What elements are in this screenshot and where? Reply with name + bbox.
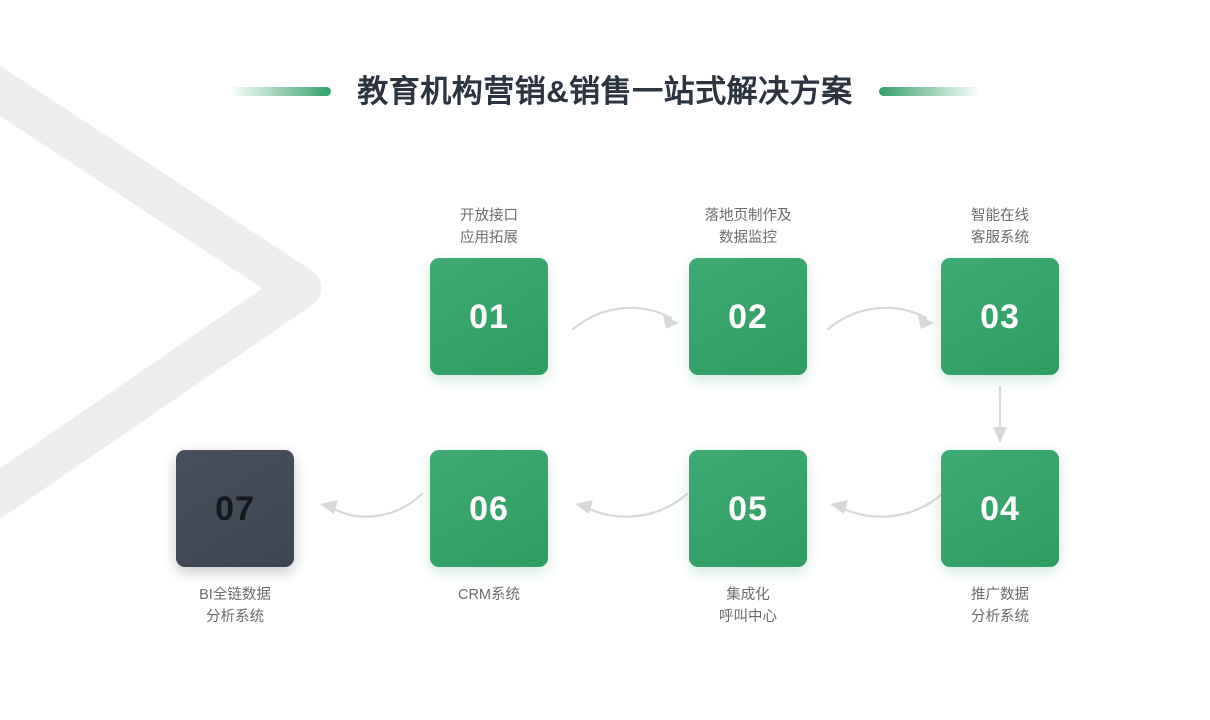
flow-step-05[interactable]: 05 集成化 呼叫中心 <box>689 450 807 625</box>
flow-step-04[interactable]: 04 推广数据 分析系统 <box>941 450 1059 625</box>
flow-step-03-label: 智能在线 客服系统 <box>971 208 1029 246</box>
title-dash-right-icon <box>878 86 979 96</box>
flow-step-07[interactable]: 07 BI全链数据 分析系统 <box>176 450 294 625</box>
flow-step-06[interactable]: 06 CRM系统 <box>430 450 548 603</box>
flow-step-06-number: 06 <box>469 489 509 528</box>
arrow-03-to-04-icon <box>993 385 1007 443</box>
flow-step-07-card[interactable]: 07 <box>176 450 294 567</box>
flow-step-03-card[interactable]: 03 <box>941 258 1059 375</box>
flow-step-03[interactable]: 智能在线 客服系统 03 <box>941 208 1059 375</box>
flow-step-02-card[interactable]: 02 <box>689 258 807 375</box>
flow-step-04-card[interactable]: 04 <box>941 450 1059 567</box>
flow-step-01-card[interactable]: 01 <box>430 258 548 375</box>
flow-step-01-number: 01 <box>469 297 509 336</box>
arrow-06-to-07-icon <box>320 492 424 518</box>
flow-step-01[interactable]: 开放接口 应用拓展 01 <box>430 208 548 375</box>
flow-step-02[interactable]: 落地页制作及 数据监控 02 <box>689 208 807 375</box>
flow-step-04-number: 04 <box>980 489 1020 528</box>
page-title: 教育机构营销&销售一站式解决方案 <box>357 73 853 109</box>
arrow-02-to-03-icon <box>826 306 934 331</box>
slide-header: 教育机构营销&销售一站式解决方案 <box>0 66 1210 116</box>
flow-step-04-label: 推广数据 分析系统 <box>971 587 1029 625</box>
flow-step-07-label: BI全链数据 分析系统 <box>199 587 271 625</box>
arrow-04-to-05-icon <box>830 492 944 518</box>
title-dash-left-icon <box>231 86 332 96</box>
flow-step-07-number: 07 <box>215 489 255 528</box>
flow-step-05-card[interactable]: 05 <box>689 450 807 567</box>
flow-step-05-number: 05 <box>728 489 768 528</box>
flow-step-03-number: 03 <box>980 297 1020 336</box>
flow-step-06-label: CRM系统 <box>457 587 521 603</box>
flow-step-05-label: 集成化 呼叫中心 <box>719 587 777 625</box>
flow-step-02-label: 落地页制作及 数据监控 <box>704 208 792 246</box>
flow-step-01-label: 开放接口 应用拓展 <box>460 208 518 246</box>
arrow-01-to-02-icon <box>571 306 679 331</box>
flow-step-06-card[interactable]: 06 <box>430 450 548 567</box>
arrow-05-to-06-icon <box>575 492 689 518</box>
flow-step-02-number: 02 <box>728 297 768 336</box>
